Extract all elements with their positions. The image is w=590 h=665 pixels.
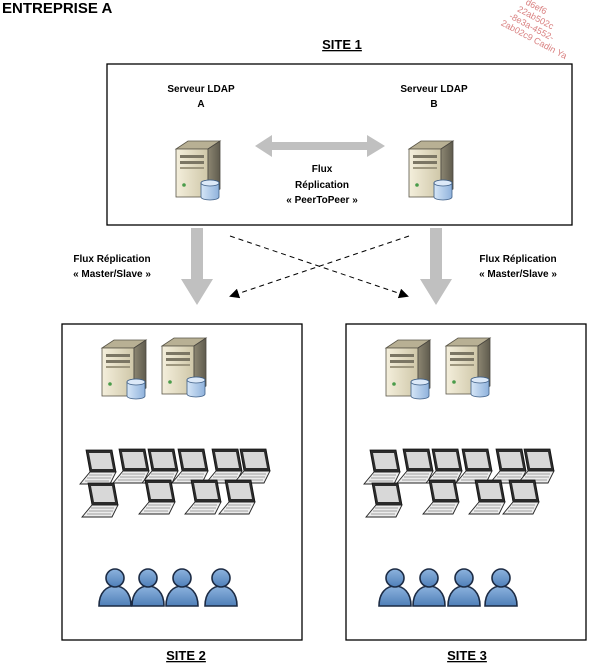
site3-user-icon-3 xyxy=(447,568,481,607)
peer-flow-line3: « PeerToPeer » xyxy=(286,195,358,206)
diagram-title: ENTREPRISE A xyxy=(2,0,112,17)
cross-replication-line-2 xyxy=(229,235,410,299)
site3-user-icon-1 xyxy=(378,568,412,607)
flow-right-line2: « Master/Slave » xyxy=(479,269,557,280)
site2-laptop-icon-8 xyxy=(138,479,176,515)
site2-laptop-icon-10 xyxy=(218,479,256,515)
flow-right-line1: Flux Réplication xyxy=(479,254,556,265)
site2-user-icon-2 xyxy=(131,568,165,607)
cross-replication-line-1 xyxy=(229,235,409,299)
site2-laptop-icon-7 xyxy=(81,482,119,518)
flow-left-line1: Flux Réplication xyxy=(73,254,150,265)
site2-user-icon-1 xyxy=(98,568,132,607)
peer-flow-line1: Flux xyxy=(312,164,333,175)
site3-user-icon-4 xyxy=(484,568,518,607)
site3-laptop-icon-9 xyxy=(468,479,506,515)
site2-users xyxy=(98,568,238,607)
site2-servers xyxy=(101,337,207,400)
server-a-icon xyxy=(175,140,221,201)
site3-server-icon-1 xyxy=(385,339,431,400)
site3-user-icon-2 xyxy=(412,568,446,607)
site2-server-icon-2 xyxy=(161,337,207,398)
site3-laptop-icon-8 xyxy=(422,479,460,515)
watermark: d6ef6 22ab502c -8e3a-4552- 2ab02c9 Cadin… xyxy=(499,0,568,61)
site3-users xyxy=(378,568,518,607)
site3-server-icon-2 xyxy=(445,337,491,398)
site2-user-icon-3 xyxy=(165,568,199,607)
site3-laptop-icon-1 xyxy=(363,449,401,485)
site2-label: SITE 2 xyxy=(166,648,206,663)
site3-label: SITE 3 xyxy=(447,648,487,663)
site2-server-icon-1 xyxy=(101,339,147,400)
server-b-label-line2: B xyxy=(430,99,437,110)
site2-laptops xyxy=(79,448,271,518)
flow-left-line2: « Master/Slave » xyxy=(73,269,151,280)
site3-laptop-icon-10 xyxy=(502,479,540,515)
site1-box xyxy=(106,63,573,226)
server-b-icon xyxy=(408,140,454,201)
site2-user-icon-4 xyxy=(204,568,238,607)
server-a-label-line1: Serveur LDAP xyxy=(167,84,235,95)
peer-to-peer-arrow xyxy=(255,135,385,157)
site3-servers xyxy=(385,337,491,400)
site3-laptop-icon-2 xyxy=(396,448,434,484)
master-slave-arrow-left xyxy=(181,228,213,305)
server-a-label-line2: A xyxy=(197,99,204,110)
site3-laptop-icon-5 xyxy=(489,448,527,484)
site1-label: SITE 1 xyxy=(322,37,362,52)
site2-laptop-icon-9 xyxy=(184,479,222,515)
peer-flow-line2: Réplication xyxy=(295,180,349,191)
site2-box xyxy=(61,323,303,641)
server-b-label-line1: Serveur LDAP xyxy=(400,84,468,95)
site3-laptop-icon-7 xyxy=(365,482,403,518)
master-slave-arrow-right xyxy=(420,228,452,305)
site2-laptop-icon-5 xyxy=(205,448,243,484)
site2-laptop-icon-1 xyxy=(79,449,117,485)
site3-box xyxy=(345,323,587,641)
site3-laptops xyxy=(363,448,555,518)
site2-laptop-icon-2 xyxy=(112,448,150,484)
